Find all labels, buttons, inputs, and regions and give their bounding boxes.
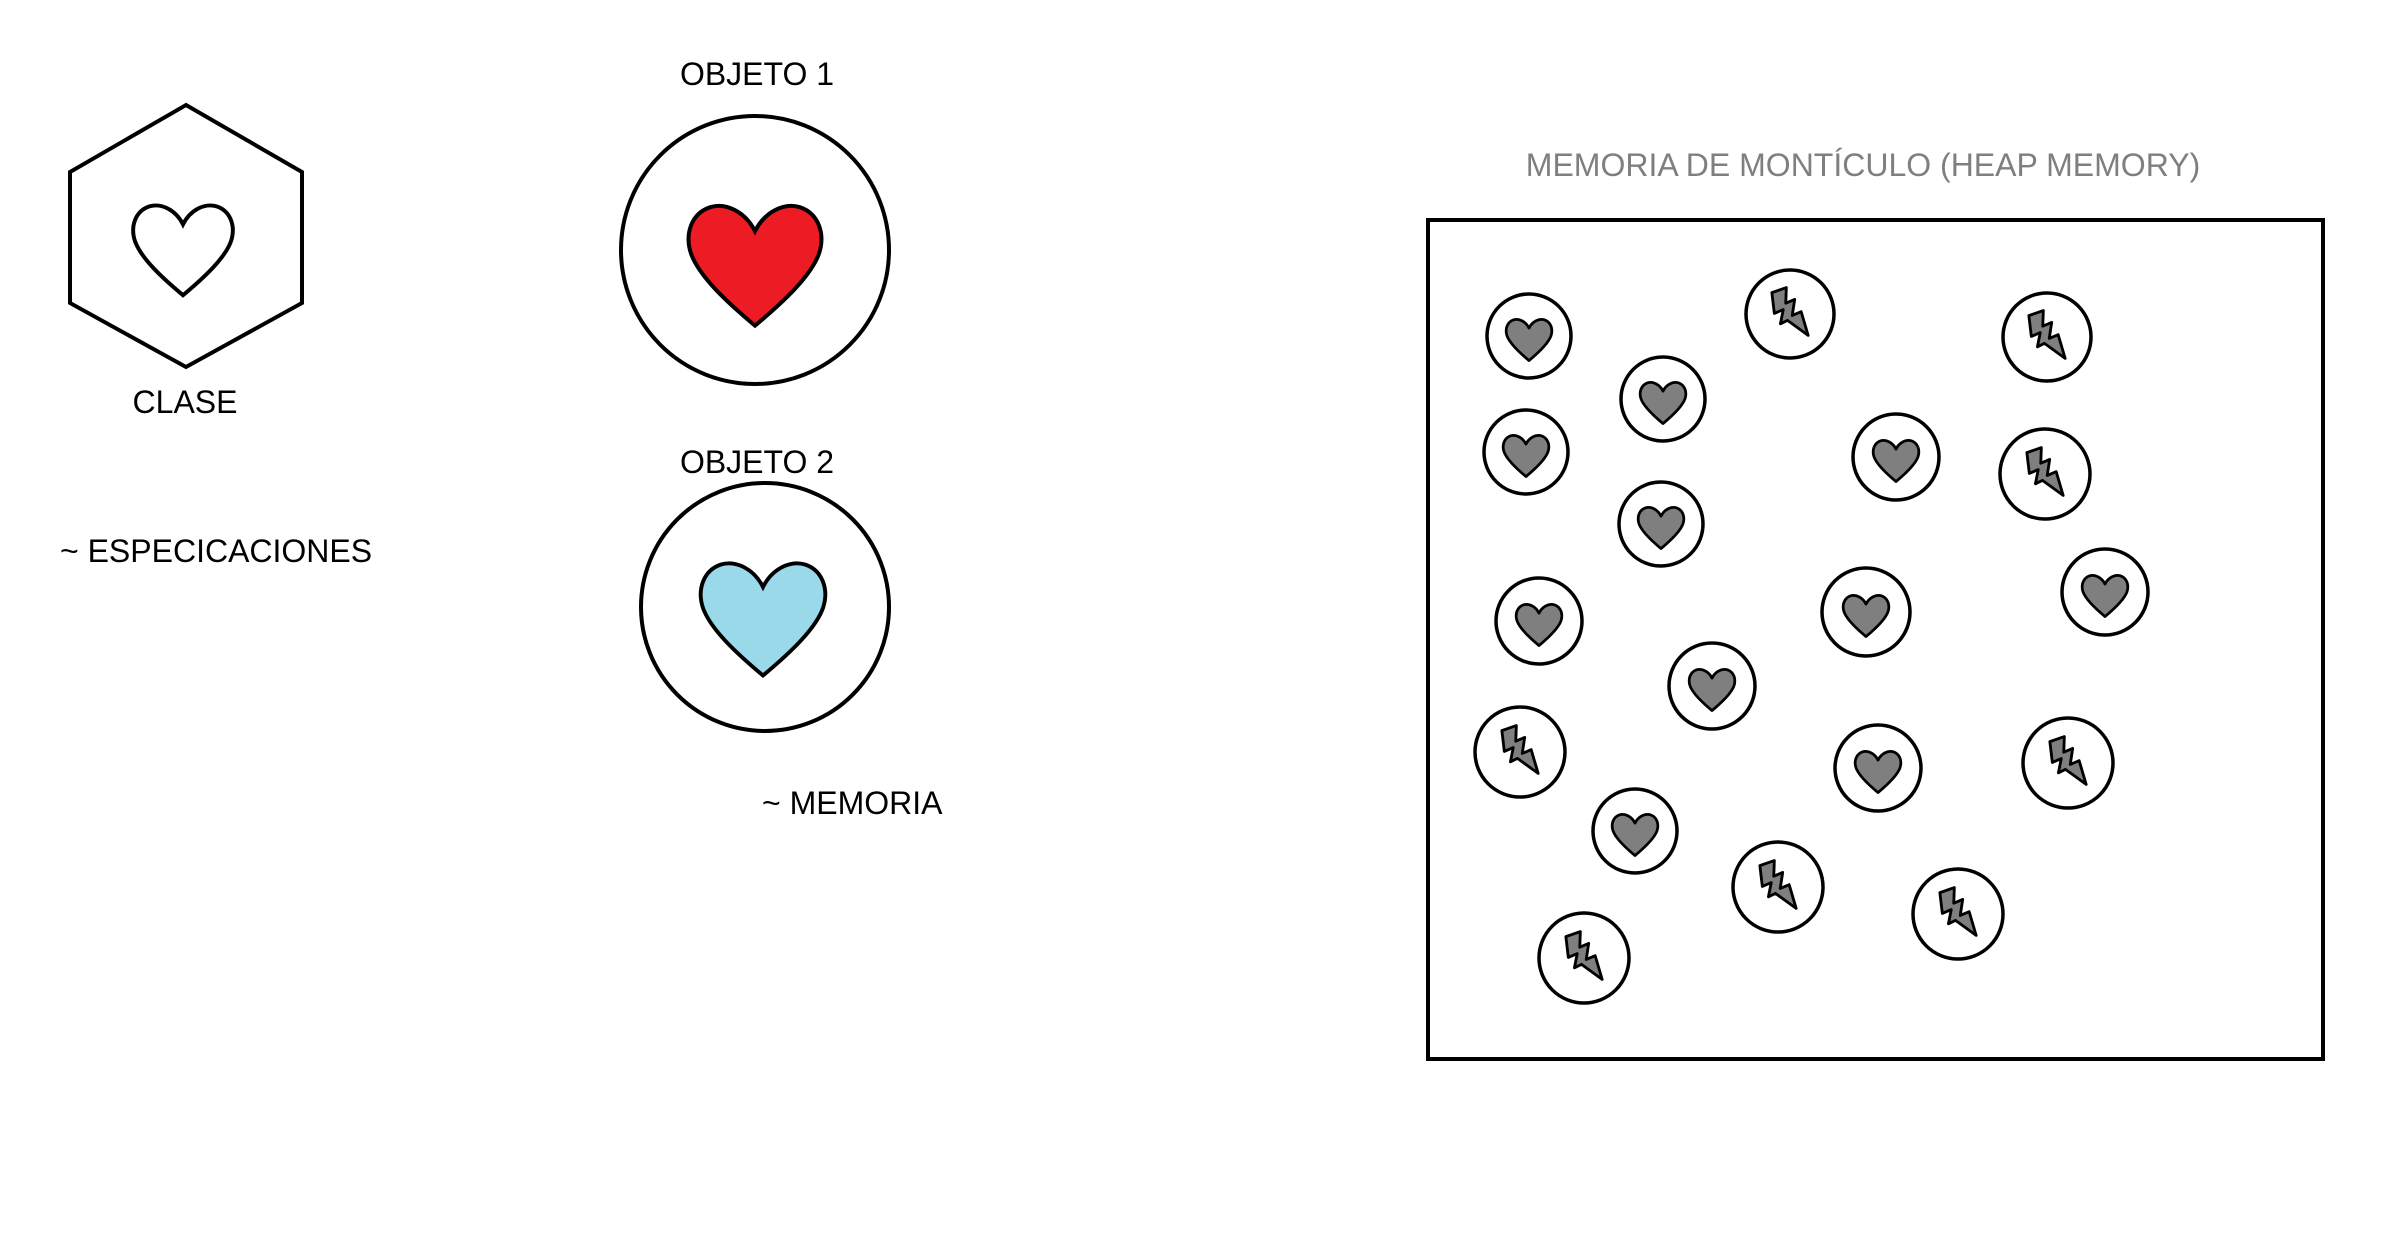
heap-object xyxy=(1851,412,1941,502)
bolt-icon xyxy=(2048,735,2088,786)
heart-icon xyxy=(1853,750,1903,794)
heap-object xyxy=(1833,723,1923,813)
heap-object xyxy=(2001,291,2093,383)
heap-object xyxy=(2021,716,2115,810)
object2-label: OBJETO 2 xyxy=(680,444,834,480)
heap-object xyxy=(1911,867,2005,961)
memory-label: ~ MEMORIA xyxy=(762,785,943,821)
heap-object xyxy=(1494,576,1584,666)
heap-object xyxy=(1731,840,1825,934)
object1-label: OBJETO 1 xyxy=(680,56,834,92)
heap-object xyxy=(2060,547,2150,637)
class-heart-icon xyxy=(131,203,235,298)
heart-icon xyxy=(1514,603,1564,647)
heart-icon xyxy=(1687,668,1737,712)
object2-heart-icon xyxy=(698,561,828,679)
heap-object xyxy=(1744,268,1836,360)
heap-title: MEMORIA DE MONTÍCULO (HEAP MEMORY) xyxy=(1526,147,2200,183)
bolt-icon xyxy=(2027,309,2067,360)
heap-items xyxy=(1473,268,2150,1005)
heap-object xyxy=(1998,427,2092,521)
bolt-icon xyxy=(1500,724,1540,775)
class-label: CLASE xyxy=(133,384,238,420)
specifications-label: ~ ESPECICACIONES xyxy=(60,533,372,569)
heart-icon xyxy=(1501,434,1551,478)
bolt-icon xyxy=(1770,286,1810,337)
heart-icon xyxy=(1871,439,1921,483)
bolt-icon xyxy=(1564,930,1604,981)
heap-object xyxy=(1485,292,1573,380)
heap-object xyxy=(1667,641,1757,731)
heart-icon xyxy=(2080,574,2130,618)
heap-object xyxy=(1820,566,1912,658)
heap-object xyxy=(1537,911,1631,1005)
bolt-icon xyxy=(1758,859,1798,910)
heart-icon xyxy=(1636,506,1686,550)
object1-heart-icon xyxy=(686,204,824,329)
heap-object xyxy=(1617,480,1705,568)
heap-object xyxy=(1591,787,1679,875)
heap-object xyxy=(1482,408,1570,496)
bolt-icon xyxy=(2025,446,2065,497)
heart-icon xyxy=(1610,813,1660,857)
heap-object xyxy=(1473,705,1567,799)
heart-icon xyxy=(1638,381,1688,425)
heap-object xyxy=(1619,355,1707,443)
heart-icon xyxy=(1841,594,1891,638)
object2-shape xyxy=(639,481,891,733)
bolt-icon xyxy=(1938,886,1978,937)
object1-shape xyxy=(619,114,891,386)
class-shape xyxy=(68,102,304,370)
heart-icon xyxy=(1504,318,1554,362)
